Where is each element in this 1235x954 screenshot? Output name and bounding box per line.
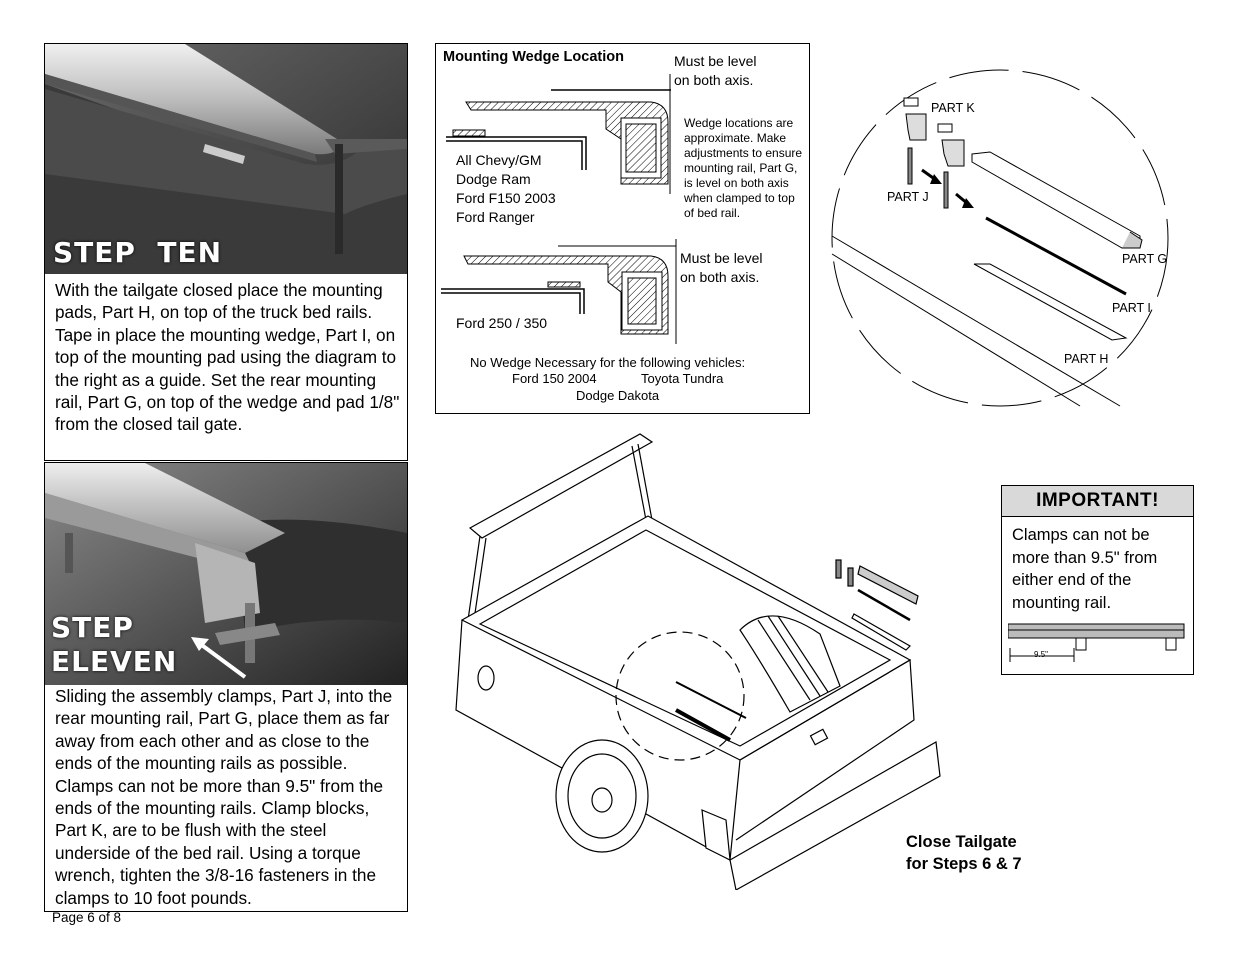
vehicle-top-3: Ford F150 2003 [456, 190, 556, 206]
step-eleven-title-line2: ELEVEN [51, 645, 178, 678]
part-g-label: PART G [1122, 252, 1168, 266]
step-ten-title: STEP TEN [53, 236, 223, 269]
level-note-2a: Must be level [680, 250, 763, 266]
important-box: IMPORTANT! Clamps can not be more than 9… [1001, 485, 1194, 675]
part-j-label: PART J [887, 190, 929, 204]
no-wedge-vehicle-3: Dodge Dakota [576, 388, 660, 403]
vehicle-bottom: Ford 250 / 350 [456, 315, 548, 331]
level-note-1b: on both axis. [674, 72, 754, 88]
truck-illustration [455, 433, 941, 890]
vehicle-top-1: All Chevy/GM [456, 152, 542, 168]
part-i-label: PART I [1112, 301, 1151, 315]
step-eleven-title-line1: STEP [51, 611, 134, 644]
important-heading: IMPORTANT! [1002, 486, 1193, 517]
vehicle-top-4: Ford Ranger [456, 209, 535, 225]
step-ten-photo [45, 44, 407, 274]
wedge-diagram-title: Mounting Wedge Location [443, 49, 624, 65]
parts-exploded-diagram [831, 69, 1169, 407]
tailgate-caption: Close Tailgate for Steps 6 & 7 [906, 831, 1022, 875]
vehicle-top-2: Dodge Ram [456, 171, 531, 187]
important-text: Clamps can not be more than 9.5" from ei… [1012, 526, 1158, 612]
step-ten-text: With the tailgate closed place the mount… [55, 280, 400, 435]
step-eleven-panel: STEP ELEVEN Sliding the assembly clamps,… [44, 462, 408, 912]
tailgate-caption-line1: Close Tailgate [906, 833, 1017, 851]
page-number: Page 6 of 8 [52, 910, 122, 925]
wedge-note: Wedge locations are approximate. Make ad… [684, 116, 803, 220]
no-wedge-vehicle-1: Ford 150 2004 [512, 371, 597, 386]
level-note-1a: Must be level [674, 53, 757, 69]
part-k-label: PART K [931, 101, 975, 115]
rail-dimension-diagram [1008, 623, 1185, 662]
wedge-profile-top [441, 74, 677, 344]
dimension-label: 9.5" [1034, 650, 1048, 659]
no-wedge-vehicle-2: Toyota Tundra [641, 371, 724, 386]
step-ten-panel: STEP TEN With the tailgate closed place … [44, 43, 408, 461]
tailgate-caption-line2: for Steps 6 & 7 [906, 855, 1022, 873]
pointer-arrow-icon [191, 637, 247, 679]
part-h-label: PART H [1064, 352, 1109, 366]
step-eleven-text: Sliding the assembly clamps, Part J, int… [55, 686, 393, 908]
no-wedge-title: No Wedge Necessary for the following veh… [470, 355, 746, 370]
level-note-2b: on both axis. [680, 269, 760, 285]
step-eleven-photo [45, 463, 407, 685]
mounting-wedge-diagram: Mounting Wedge Location Must be level on… [435, 43, 810, 414]
